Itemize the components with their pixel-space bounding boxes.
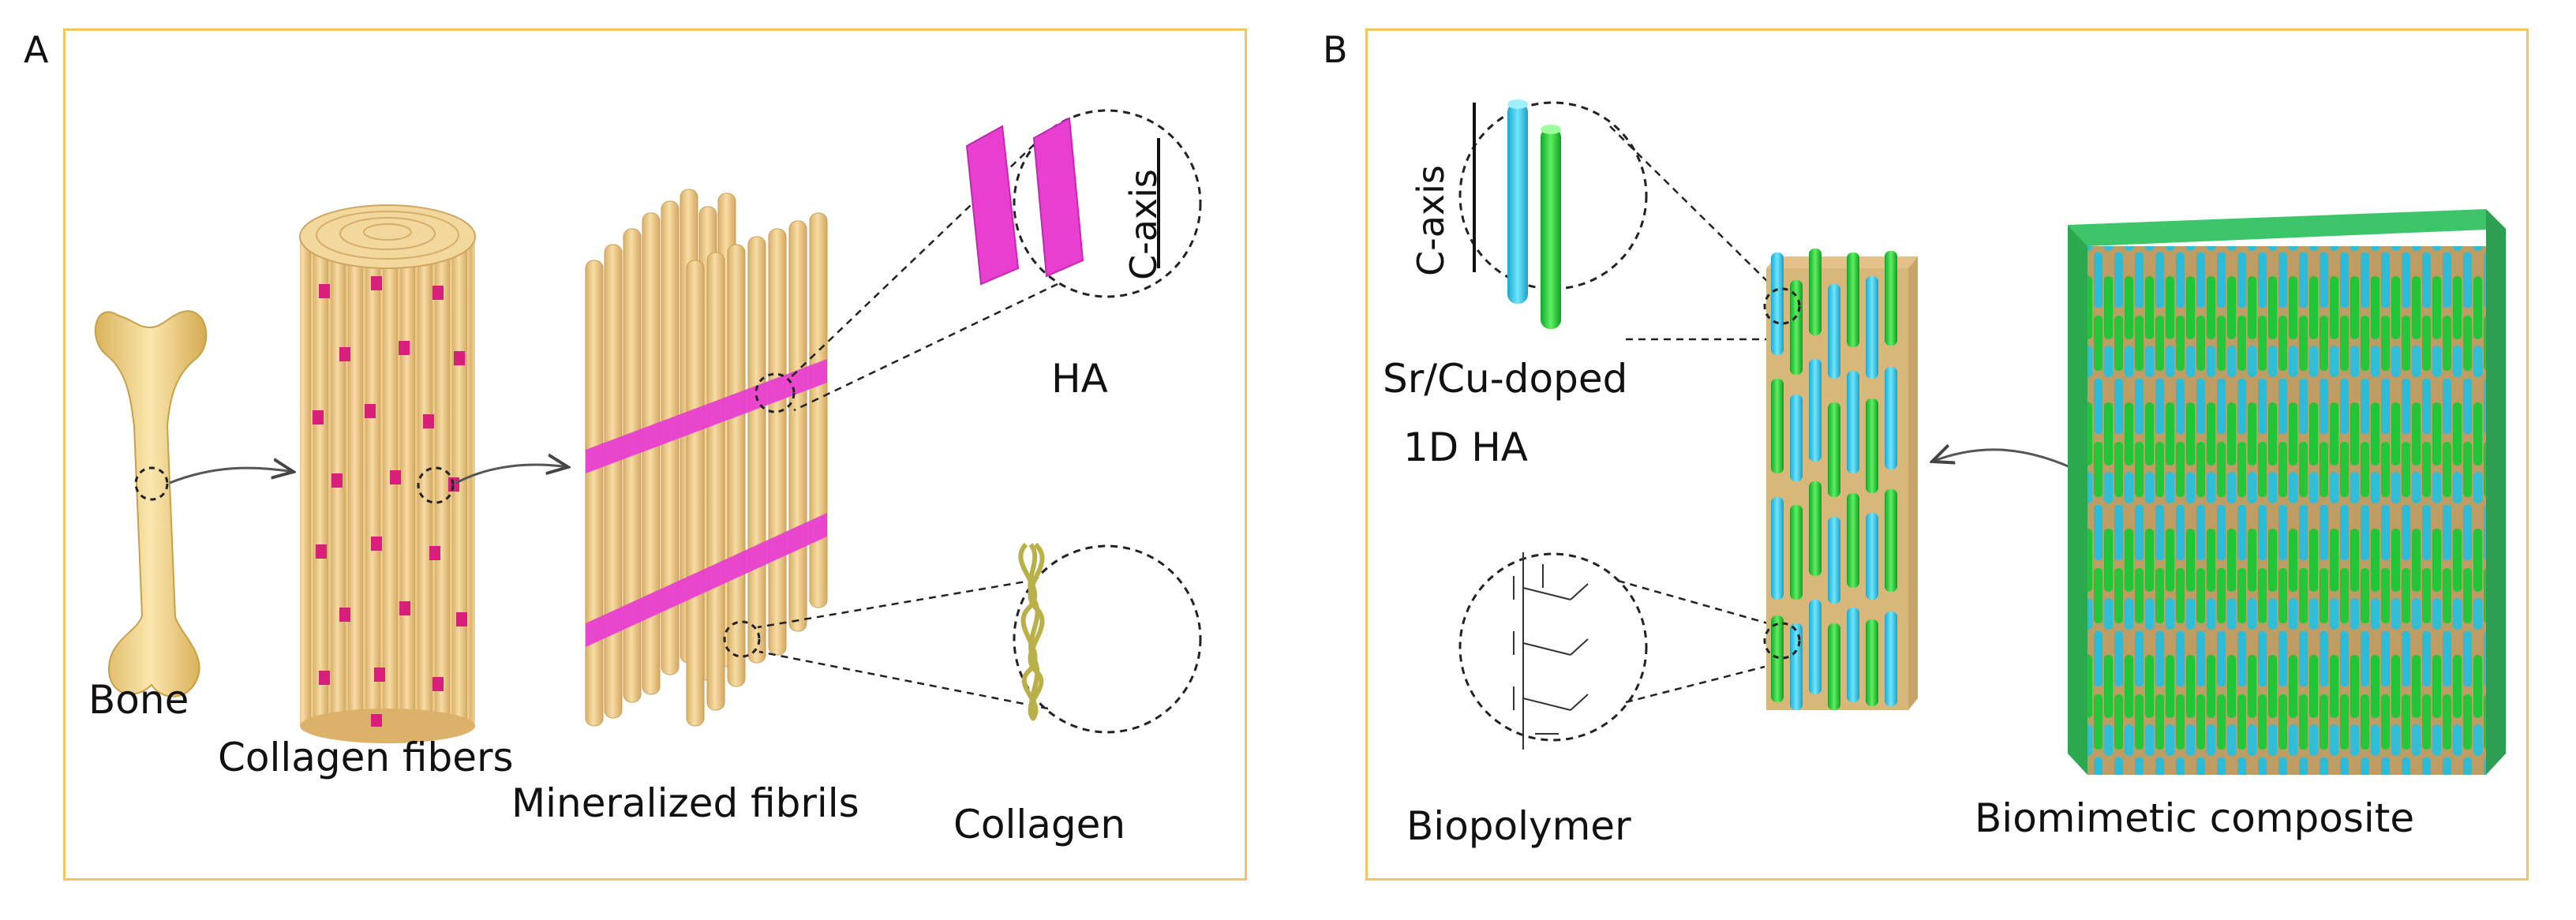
ha-plates [965,117,1084,286]
label-1d-ha: 1D HA [1403,424,1529,470]
label-sr-cu-doped: Sr/Cu-doped [1383,356,1628,402]
panel-b-letter: B [1323,28,1348,71]
label-bone: Bone [88,677,189,723]
label-c-axis-a: C-axis [1122,169,1165,280]
label-biopolymer: Biopolymer [1406,803,1631,849]
mineralized-fibrils [585,189,828,727]
panel-a-letter: A [24,28,49,71]
label-collagen-fibers: Collagen fibers [218,735,514,780]
label-biomimetic-composite: Biomimetic composite [1975,795,2415,841]
doped-ha-rods [1507,99,1561,329]
composite-column [1766,249,1918,710]
label-collagen: Collagen [953,802,1126,847]
label-c-axis-b: C-axis [1410,165,1452,276]
label-ha: HA [1051,356,1108,402]
bone-illustration [94,310,208,697]
collagen-fibers-cylinder [299,204,476,743]
biopolymer-structure [1513,552,1589,750]
collagen-triple-helix [1018,542,1045,721]
biomimetic-composite-block [2068,209,2506,775]
label-mineralized-fibrils: Mineralized fibrils [511,780,859,826]
